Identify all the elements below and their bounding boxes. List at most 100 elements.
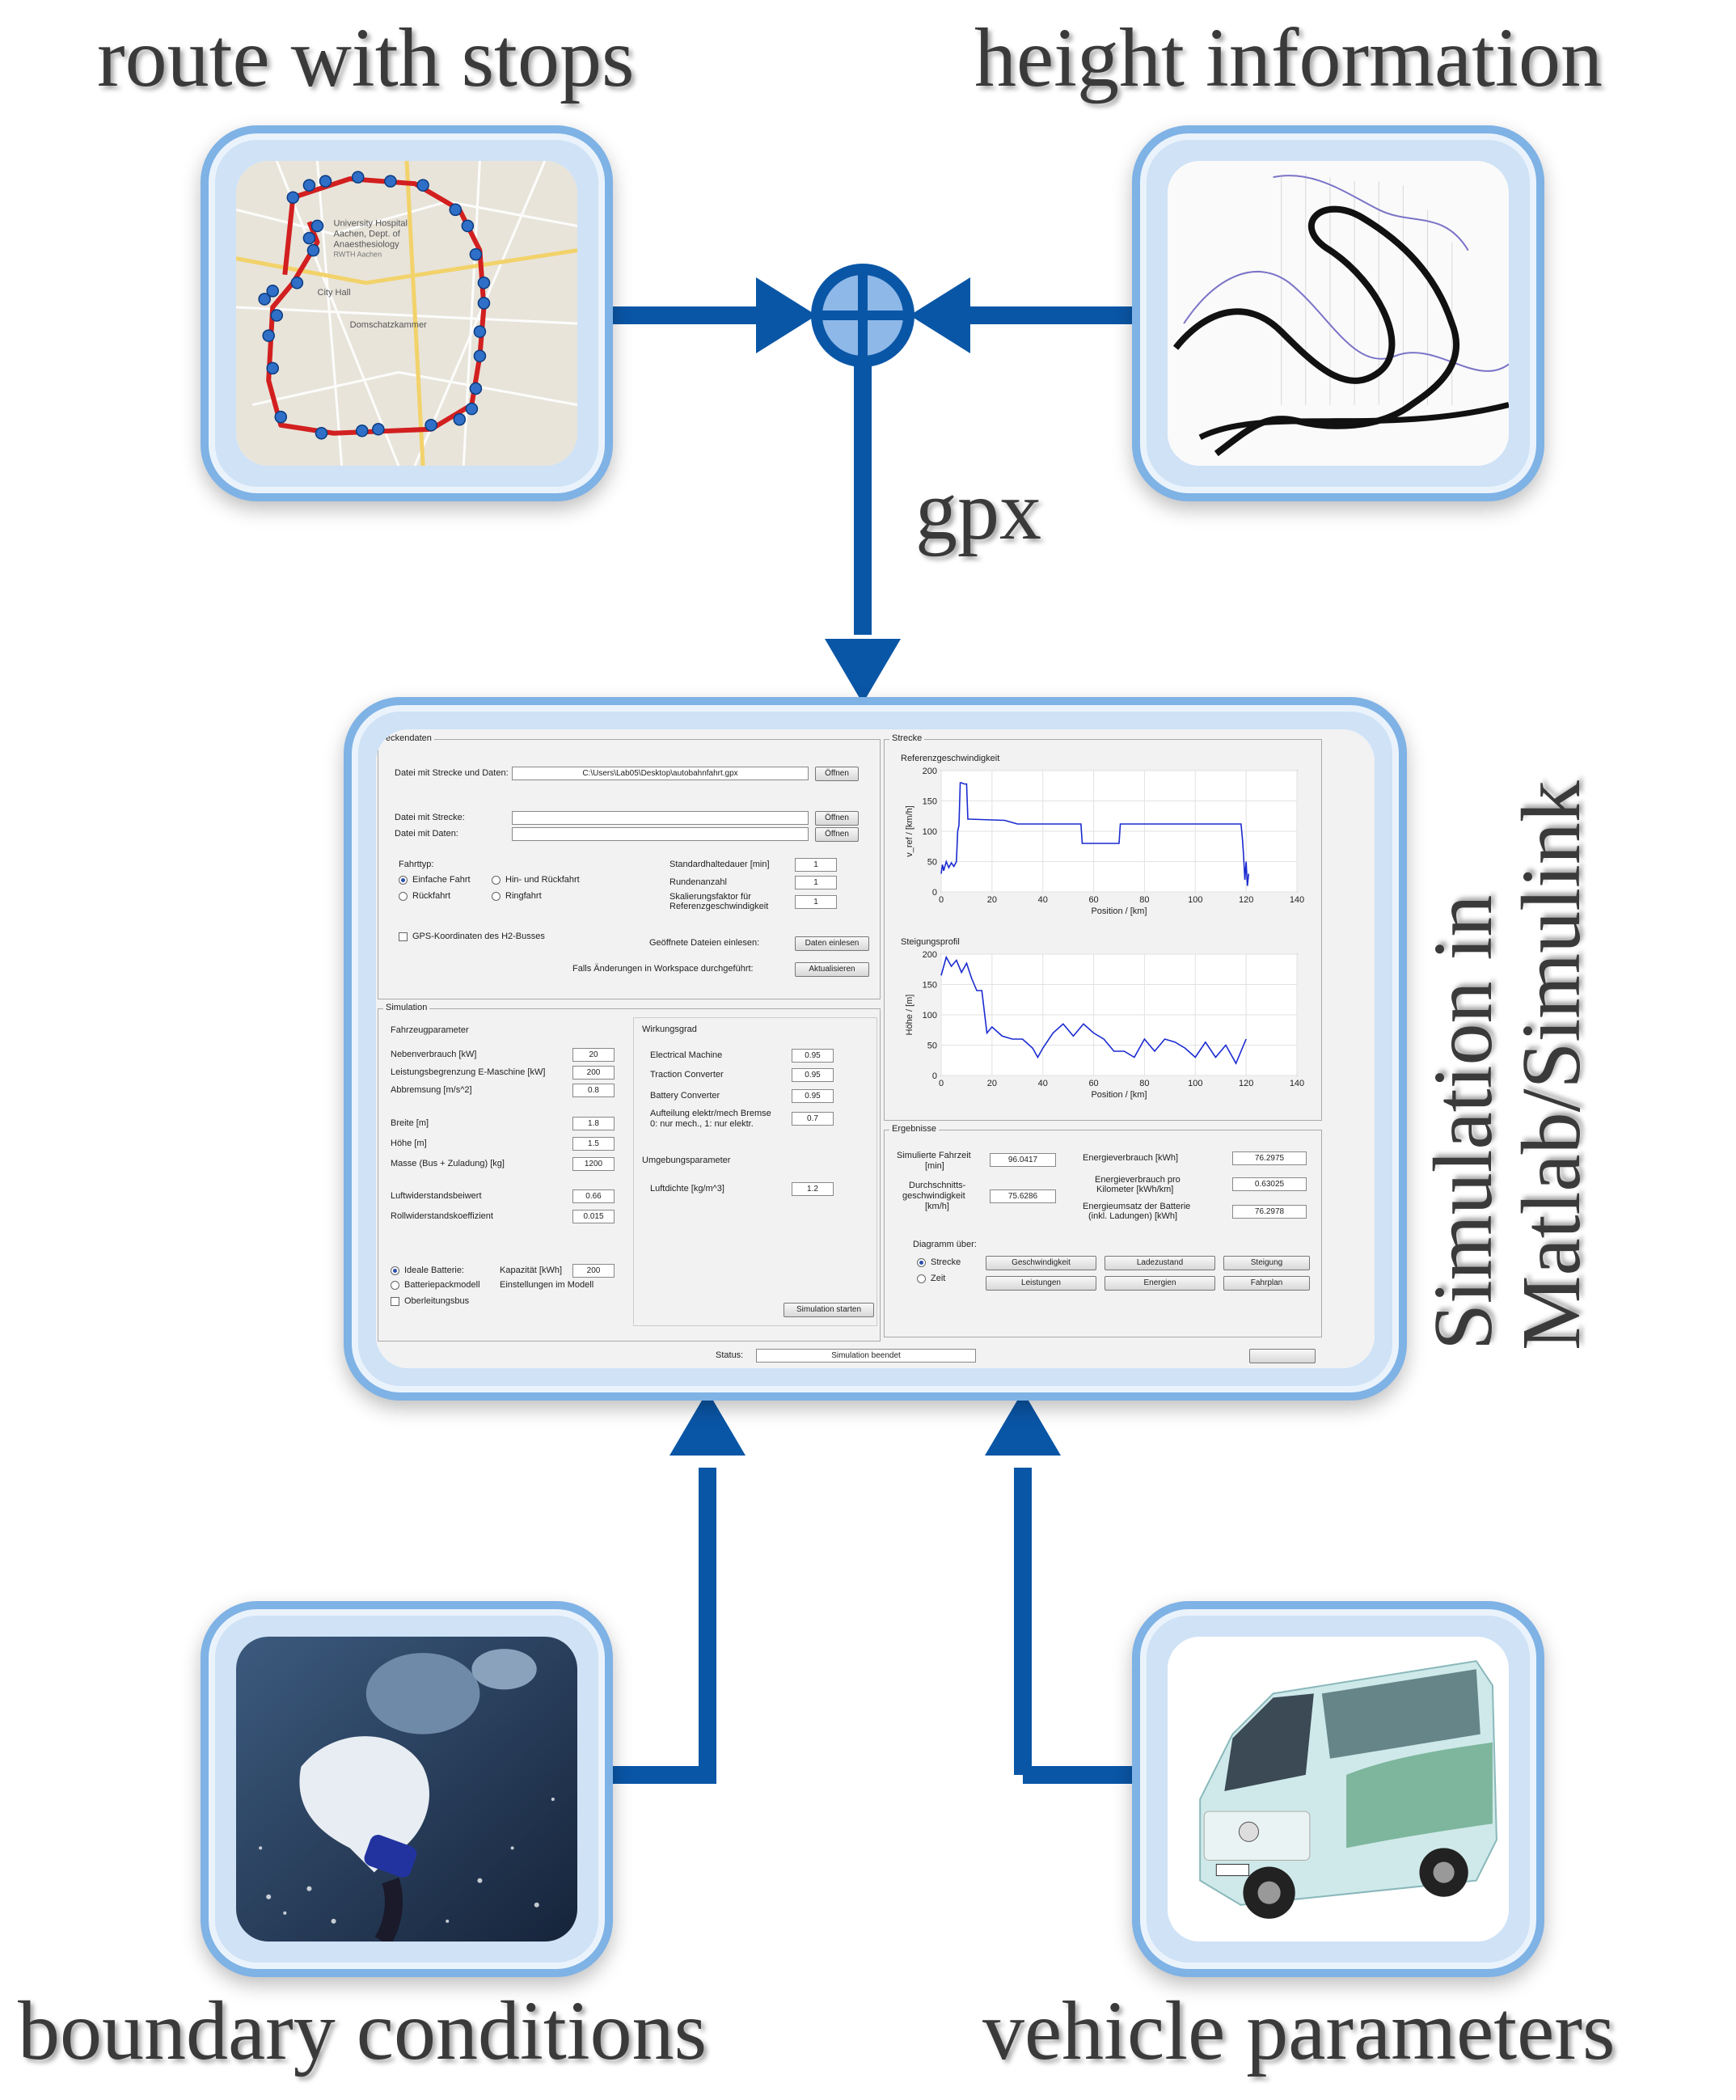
map-label-5: Domschatzkammer — [350, 320, 427, 330]
radio-strecke[interactable] — [917, 1258, 926, 1267]
daten-einlesen-button[interactable]: Daten einlesen — [795, 936, 869, 951]
velocity-plot-ytick-1: 50 — [927, 858, 937, 868]
geschwindigkeit-button[interactable]: Geschwindigkeit — [986, 1256, 1096, 1270]
steigung-button[interactable]: Steigung — [1223, 1256, 1310, 1270]
breite-field[interactable]: 1.8 — [572, 1117, 615, 1130]
open-button-3[interactable]: Öffnen — [815, 827, 859, 842]
radio-einfache-fahrt-label: Einfache Fahrt — [412, 875, 471, 885]
skalierung-label-1: Skalierungsfaktor für — [669, 892, 751, 902]
elevation-plot-xtick-6: 120 — [1239, 1079, 1253, 1088]
oberleitungsbus-label: Oberleitungsbus — [404, 1296, 470, 1306]
rollwiderstand-field[interactable]: 0.015 — [572, 1210, 615, 1223]
wirkungsgrad-label: Wirkungsgrad — [642, 1025, 697, 1034]
height-profile-card — [1132, 125, 1544, 501]
simulation-starten-button[interactable]: Simulation starten — [784, 1303, 874, 1317]
radio-ideale-batterie[interactable] — [391, 1266, 399, 1275]
aufteilung-field[interactable]: 0.7 — [792, 1112, 834, 1126]
kapazitaet-field[interactable]: 200 — [572, 1264, 615, 1278]
radio-batteriepackmodell[interactable] — [391, 1281, 399, 1290]
radio-rueckfahrt[interactable] — [399, 892, 408, 901]
falls-aenderungen-label: Falls Änderungen in Workspace durchgefüh… — [572, 964, 754, 974]
elevation-plot-ytick-3: 150 — [923, 981, 937, 991]
caption-gpx: gpx — [915, 464, 1041, 557]
elevation-plot-ytick-1: 50 — [927, 1042, 937, 1051]
sum-junction-icon — [811, 264, 914, 367]
map-label-2: Anaesthesiology — [334, 240, 400, 250]
aufteilung-label-1: Aufteilung elektr/mech Bremse — [650, 1109, 771, 1118]
energien-button[interactable]: Energien — [1105, 1276, 1215, 1291]
rundenanzahl-field[interactable]: 1 — [795, 876, 837, 889]
group-ergebnisse-title: Ergebnisse — [889, 1124, 940, 1134]
breite-label: Breite [m] — [391, 1118, 429, 1128]
energieumsatz-label-2: (inkl. Ladungen) [kWh] — [1088, 1211, 1178, 1221]
group-simulation: Simulation Fahrzeugparameter Nebenverbra… — [378, 1003, 881, 1342]
gps-checkbox[interactable] — [399, 932, 408, 941]
masse-field[interactable]: 1200 — [572, 1157, 615, 1171]
elevation-plot-title: Steigungsprofil — [901, 937, 960, 947]
arrowhead-up-left — [669, 1391, 746, 1456]
radio-ringfahrt[interactable] — [492, 892, 501, 901]
elevation-plot-xtick-3: 60 — [1088, 1079, 1098, 1088]
umgebungsparameter-label: Umgebungsparameter — [642, 1156, 731, 1165]
nebenverbrauch-field[interactable]: 20 — [572, 1048, 615, 1062]
fahrttyp-label: Fahrttyp: — [399, 860, 434, 869]
file-route-and-data-field[interactable]: C:\Users\Lab05\Desktop\autobahnfahrt.gpx — [512, 767, 809, 780]
ideale-batterie-label: Ideale Batterie: — [404, 1265, 464, 1275]
elevation-plot-xlabel: Position / [km] — [1091, 1090, 1147, 1100]
leistungsbegrenzung-field[interactable]: 200 — [572, 1066, 615, 1080]
abbremsung-field[interactable]: 0.8 — [572, 1084, 615, 1097]
electrical-machine-field[interactable]: 0.95 — [792, 1049, 834, 1063]
group-wirkungsgrad: Wirkungsgrad Electrical Machine 0.95 Tra… — [633, 1017, 877, 1326]
aufteilung-label-2: 0: nur mech., 1: nur elektr. — [650, 1119, 754, 1129]
ladezustand-button[interactable]: Ladezustand — [1105, 1256, 1215, 1270]
leistungen-button[interactable]: Leistungen — [986, 1276, 1096, 1291]
charging-plug-snow-image — [236, 1637, 577, 1942]
radio-einfache-fahrt[interactable] — [399, 876, 408, 885]
elevation-plot-ytick-0: 0 — [932, 1071, 937, 1081]
electrical-machine-label: Electrical Machine — [650, 1050, 723, 1060]
route-map-card: University Hospital Aachen, Dept. of Ana… — [201, 125, 613, 501]
rundenanzahl-label: Rundenanzahl — [669, 877, 727, 887]
traction-converter-field[interactable]: 0.95 — [792, 1068, 834, 1082]
elevation-plot-series-line — [940, 955, 1247, 1065]
velocity-plot-xtick-3: 60 — [1088, 895, 1098, 905]
luftwiderstand-field[interactable]: 0.66 — [572, 1189, 615, 1203]
file-route-field[interactable] — [512, 811, 809, 825]
height-3d-plot-image — [1168, 161, 1509, 466]
aktualisieren-button[interactable]: Aktualisieren — [795, 962, 869, 977]
velocity-plot-xtick-2: 40 — [1038, 895, 1048, 905]
elevation-plot-xtick-4: 80 — [1139, 1079, 1149, 1088]
caption-height-information: height information — [974, 11, 1603, 104]
oberleitungsbus-checkbox[interactable] — [391, 1297, 399, 1306]
geoeffnete-dateien-label: Geöffnete Dateien einlesen: — [649, 938, 760, 948]
boundary-conditions-card — [201, 1601, 613, 1977]
radio-rueckfahrt-label: Rückfahrt — [412, 891, 451, 901]
radio-ringfahrt-label: Ringfahrt — [505, 891, 542, 901]
simulation-gui-card: eckendaten Datei mit Strecke und Daten: … — [344, 697, 1407, 1401]
durchschnitt-label-1: Durchschnitts- — [909, 1181, 966, 1190]
skalierung-label-2: Referenzgeschwindigkeit — [669, 902, 769, 911]
fahrplan-button[interactable]: Fahrplan — [1223, 1276, 1310, 1291]
standardhaltedauer-field[interactable]: 1 — [795, 858, 837, 872]
status-field: Simulation beendet — [756, 1349, 976, 1363]
elevation-plot-xtick-7: 140 — [1290, 1079, 1304, 1088]
map-label-4: City Hall — [317, 288, 350, 298]
radio-zeit[interactable] — [917, 1274, 926, 1283]
radio-hin-rueckfahrt-label: Hin- und Rückfahrt — [505, 875, 580, 885]
elevation-plot-xtick-0: 0 — [939, 1079, 944, 1088]
open-button-2[interactable]: Öffnen — [815, 811, 859, 826]
status-side-button[interactable] — [1249, 1349, 1316, 1363]
batteriepackmodell-label: Batteriepackmodell — [404, 1280, 480, 1290]
einstellungen-label: Einstellungen im Modell — [500, 1280, 594, 1290]
hoehe-field[interactable]: 1.5 — [572, 1137, 615, 1151]
luftdichte-field[interactable]: 1.2 — [792, 1182, 834, 1196]
file-data-field[interactable] — [512, 827, 809, 841]
battery-converter-field[interactable]: 0.95 — [792, 1089, 834, 1103]
skalierung-field[interactable]: 1 — [795, 895, 837, 909]
energieverbrauch-label: Energieverbrauch [kWh] — [1083, 1153, 1178, 1163]
open-button-1[interactable]: Öffnen — [815, 767, 859, 781]
velocity-plot-ytick-3: 150 — [923, 797, 937, 807]
luftdichte-label: Luftdichte [kg/m^3] — [650, 1184, 724, 1194]
radio-hin-rueckfahrt[interactable] — [492, 876, 501, 885]
rollwiderstand-label: Rollwiderstandskoeffizient — [391, 1211, 493, 1221]
